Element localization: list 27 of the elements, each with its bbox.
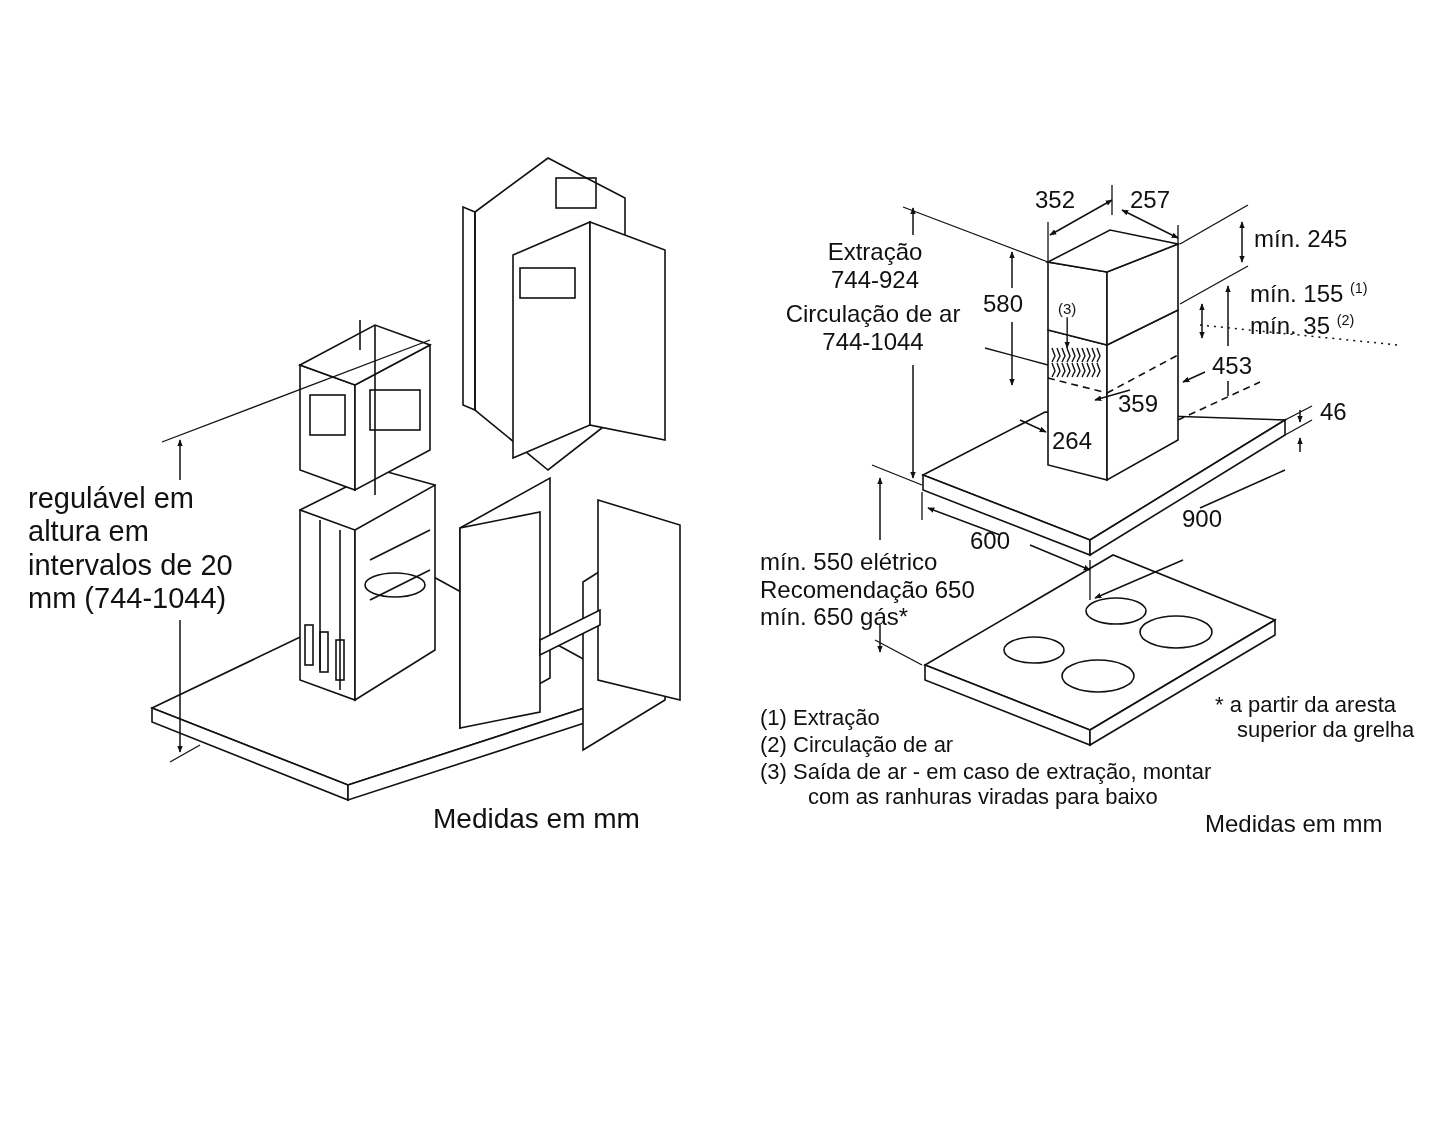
footnote: (1) Extração [760,705,881,731]
dimension-value: 264 [1052,427,1093,455]
footnote: * a partir da aresta superior da grelha [1215,692,1416,743]
dimension-value: 352 [1035,186,1076,214]
dimension-label: regulável em altura em intervalos de 20 mm (744-1044) [28,482,234,616]
dimension-value: 580 [983,290,1024,318]
dimension-label: Circulação de ar 744-1044 [784,300,962,356]
dimension-value: 900 [1182,505,1223,533]
note: Medidas em mm [1205,810,1383,838]
vent-slots [1051,347,1101,378]
dimension-label: mín. 155 $^{(1)}$ [1250,280,1368,308]
dimension-value: 453 [1212,352,1253,380]
dimension-label: mín. 650 gás* [760,603,909,631]
dimension-value: 257 [1130,186,1171,214]
callout-number: (3) [1058,300,1077,318]
dimension-label: mín. 35 $^{(2)}$ [1250,312,1355,340]
dimension-value: 359 [1118,390,1159,418]
footnote: (2) Circulação de ar [760,732,955,758]
dimension-value: 600 [970,527,1011,555]
dimension-label: Extração 744-924 [826,238,924,294]
note: Medidas em mm [433,803,640,836]
dimension-label: mín. 245 [1254,225,1348,253]
dimension-label: Recomendação 650 [760,576,975,604]
dimension-value: 46 [1320,398,1347,426]
footnote: (3) Saída de ar - em caso de extração, montar com as ranhuras viradas para baixo [760,759,1213,810]
dimension-label: mín. 550 elétrico [760,548,938,576]
leader-line [1064,316,1070,349]
